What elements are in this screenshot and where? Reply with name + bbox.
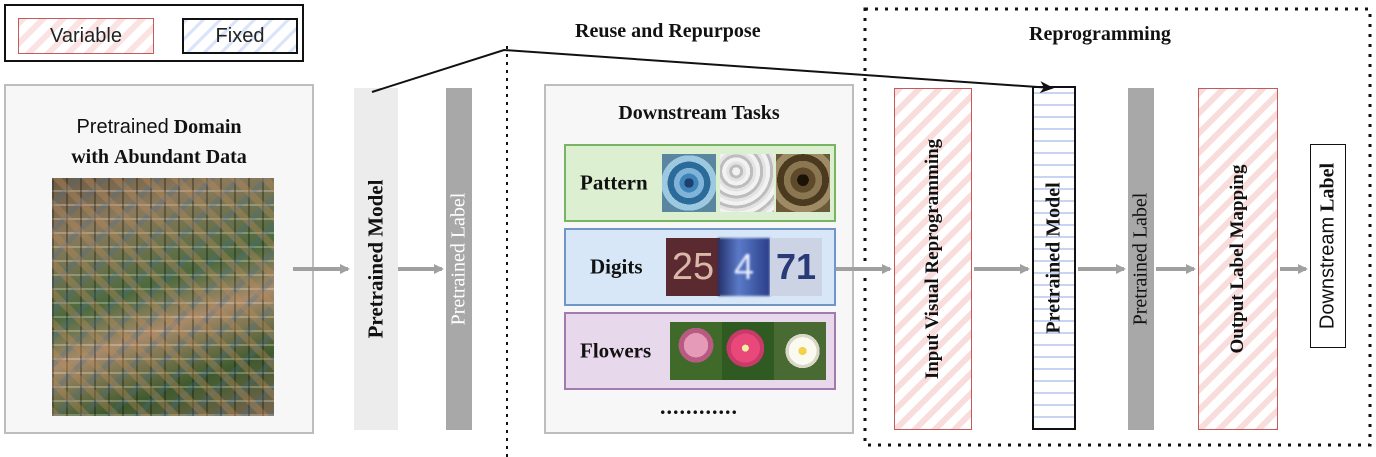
task-digits: Digits 25 4 71 — [564, 228, 836, 306]
pretrained-label-bar: Pretrained Label — [446, 88, 472, 430]
input-visual-reprogramming-bar: Input Visual Reprogramming — [894, 88, 972, 430]
pattern-image-swirl — [662, 154, 716, 212]
more-tasks-ellipsis: ............ — [660, 394, 738, 419]
domain-title-with: with — [71, 146, 109, 168]
task-pattern-label: Pattern — [580, 170, 648, 195]
legend: Variable Fixed — [4, 4, 304, 62]
reuse-title: Reuse and Repurpose — [575, 20, 761, 42]
task-flowers-label: Flowers — [580, 338, 652, 363]
output-label-mapping-bar: Output Label Mapping — [1198, 88, 1278, 430]
flower-image-1 — [670, 322, 722, 380]
digits-image-1: 25 — [666, 238, 720, 296]
reprogramming-box — [863, 7, 1372, 447]
domain-title-bold-2: Abundant Data — [113, 146, 247, 168]
downstream-tasks-panel: Downstream Tasks Pattern Digits 25 4 71 … — [544, 84, 854, 434]
task-pattern: Pattern — [564, 144, 836, 222]
digits-image-3: 71 — [770, 238, 822, 296]
pretrained-domain-title: Pretrained Domain with Abundant Data — [6, 112, 312, 172]
reprogramming-title: Reprogramming — [1029, 23, 1171, 45]
flower-image-2 — [722, 322, 774, 380]
legend-variable-label: Variable — [50, 24, 122, 47]
task-digits-label: Digits — [590, 254, 643, 279]
task-flowers: Flowers — [564, 312, 836, 390]
legend-fixed: Fixed — [182, 18, 298, 54]
legend-fixed-label: Fixed — [215, 24, 265, 47]
reprogramming-pretrained-label-bar: Pretrained Label — [1128, 88, 1154, 430]
pattern-image-pearls — [720, 154, 774, 212]
downstream-label-box: Downstream Label — [1310, 144, 1346, 348]
domain-title-plain: Pretrained — [76, 116, 169, 138]
legend-variable: Variable — [18, 18, 154, 54]
flower-image-3 — [774, 322, 826, 380]
fixed-pretrained-model-bar: Pretrained Model — [1032, 86, 1076, 430]
pretrained-model-bar: Pretrained Model — [354, 88, 398, 430]
image-mosaic — [52, 178, 274, 416]
digits-image-2: 4 — [718, 238, 770, 296]
reuse-arrow — [371, 48, 1054, 94]
downstream-tasks-title: Downstream Tasks — [618, 102, 780, 124]
pattern-image-hole — [776, 154, 830, 212]
pretrained-domain-panel: Pretrained Domain with Abundant Data — [4, 84, 314, 434]
domain-title-bold-1: Domain — [173, 116, 242, 138]
